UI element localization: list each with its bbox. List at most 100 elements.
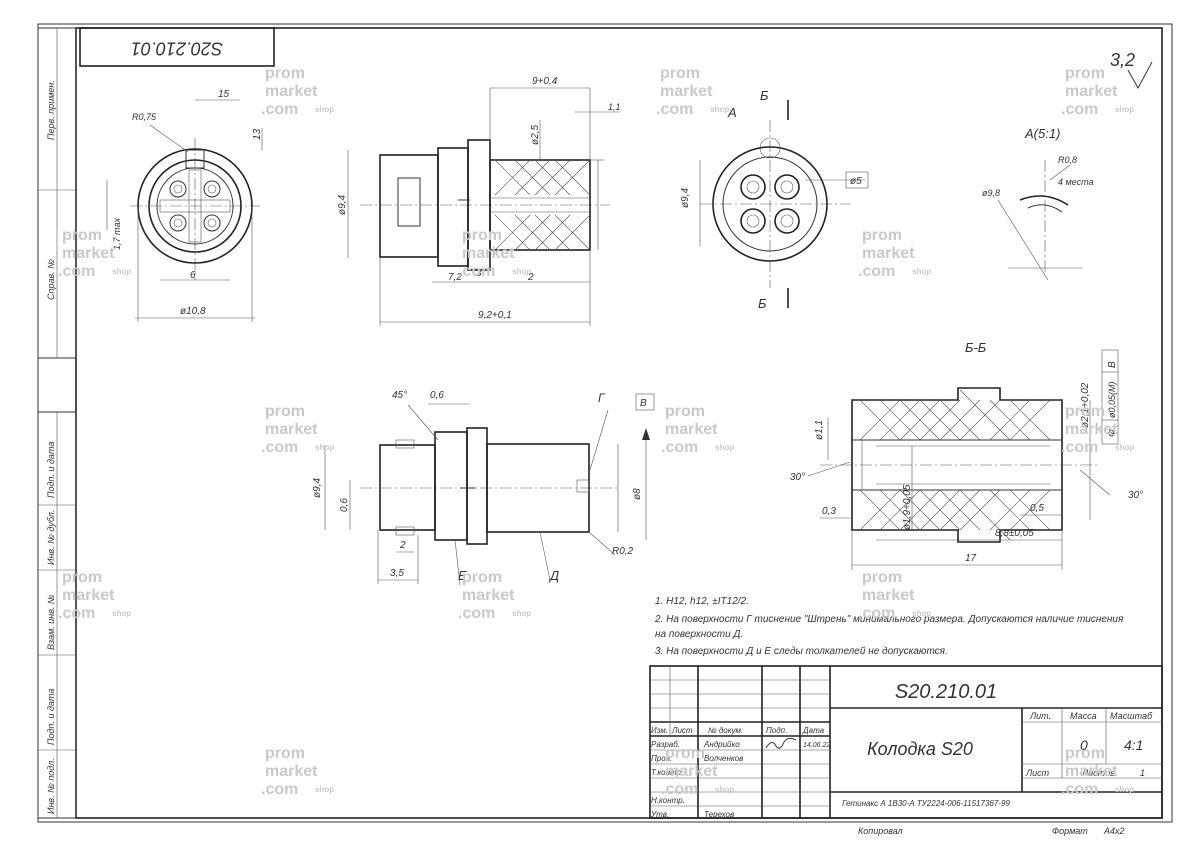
- footer: Копировал Формат А4х2: [858, 826, 1125, 836]
- svg-text:В: В: [640, 398, 647, 409]
- svg-text:.com: .com: [1061, 439, 1098, 456]
- svg-text:shop: shop: [112, 609, 131, 618]
- material: Гетинакс А 1В30-А ТУ2224-006-11517367-99: [842, 799, 1010, 808]
- col-doc-no: № докум.: [708, 726, 743, 735]
- svg-text:30°: 30°: [1128, 490, 1143, 501]
- side-strip-top: Перв. примен. Справ. №: [37, 27, 77, 359]
- svg-text:market: market: [462, 587, 515, 604]
- format-label: Формат: [1052, 826, 1088, 836]
- note-3: 3. На поверхности Д и Е следы толкателей…: [655, 646, 948, 657]
- svg-text:.com: .com: [858, 263, 895, 280]
- svg-text:ø2,1+0,02: ø2,1+0,02: [1080, 382, 1091, 428]
- svg-text:.com: .com: [661, 781, 698, 798]
- svg-text:ø2,5: ø2,5: [530, 125, 541, 145]
- svg-text:3: 3: [476, 268, 482, 279]
- signature: [765, 737, 797, 749]
- svg-text:prom: prom: [265, 65, 305, 82]
- scale-value: 4:1: [1124, 737, 1143, 753]
- svg-text:9,2+0,1: 9,2+0,1: [478, 310, 512, 321]
- svg-text:market: market: [862, 587, 915, 604]
- svg-text:market: market: [265, 763, 318, 780]
- svg-text:ø1,1: ø1,1: [814, 420, 825, 440]
- svg-text:Д: Д: [548, 568, 559, 583]
- col-date: Дата: [802, 726, 825, 735]
- row-role: Утв.: [650, 810, 669, 819]
- svg-text:7,2: 7,2: [448, 272, 462, 283]
- detail-a: А(5:1) R0,8 4 места ø9,8: [982, 126, 1093, 281]
- svg-text:ø0,05(M): ø0,05(M): [1107, 381, 1117, 418]
- front-view: 15 R0,75 13 1,7 max 6 ø10,8: [106, 89, 263, 322]
- svg-text:Ф: Ф: [1107, 429, 1118, 437]
- svg-text:Б: Б: [758, 296, 767, 311]
- svg-text:.com: .com: [261, 101, 298, 118]
- svg-text:В: В: [1107, 361, 1118, 368]
- section-bb: Б-Б ø1,1 30°: [790, 340, 1143, 570]
- svg-text:.com: .com: [458, 605, 495, 622]
- svg-text:2: 2: [399, 540, 406, 551]
- svg-text:Масса: Масса: [1070, 711, 1097, 721]
- svg-text:Г: Г: [598, 391, 606, 405]
- side-label-orig-inv: Инв. № подл.: [46, 758, 56, 814]
- svg-text:Е: Е: [458, 568, 467, 583]
- svg-text:Листов: Листов: [1081, 768, 1115, 778]
- svg-text:13: 13: [252, 128, 263, 140]
- svg-text:0,6: 0,6: [339, 498, 350, 512]
- svg-text:17: 17: [965, 553, 977, 564]
- svg-text:0,5: 0,5: [1030, 503, 1044, 514]
- svg-text:prom: prom: [1065, 745, 1105, 762]
- outer-frame: [37, 23, 1173, 823]
- svg-text:prom: prom: [462, 227, 502, 244]
- side-label-repl-inv: Взам. инв. №: [46, 594, 56, 650]
- row-date: 14.06.22: [803, 742, 830, 749]
- svg-text:market: market: [665, 763, 718, 780]
- top-stamp: S20.210.01: [79, 27, 275, 67]
- row-role: Пров.: [651, 754, 672, 763]
- svg-text:shop: shop: [512, 267, 531, 276]
- svg-text:2: 2: [527, 272, 534, 283]
- row-name: Андрийко: [703, 740, 740, 749]
- svg-text:Лист: Лист: [1025, 768, 1050, 778]
- svg-text:8,8±0,05: 8,8±0,05: [995, 528, 1034, 539]
- feature-control-frame: Ф ø0,05(M) В: [1101, 349, 1119, 445]
- svg-text:prom: prom: [1065, 403, 1105, 420]
- svg-text:ø8: ø8: [632, 488, 643, 500]
- svg-text:shop: shop: [715, 785, 734, 794]
- technical-notes: 1. Н12, h12, ±IT12/2. 2. На поверхности …: [654, 596, 1124, 657]
- svg-text:Б: Б: [760, 88, 769, 103]
- svg-text:market: market: [665, 421, 718, 438]
- svg-text:9+0,4: 9+0,4: [532, 76, 558, 87]
- svg-text:ø5: ø5: [850, 176, 862, 187]
- col-list: Лист: [671, 726, 693, 735]
- svg-text:R0,2: R0,2: [612, 546, 634, 557]
- svg-text:R0,8: R0,8: [1058, 155, 1077, 165]
- side-label-ref-no: Справ. №: [46, 259, 56, 300]
- svg-text:market: market: [265, 421, 318, 438]
- row-role: Разраб.: [651, 740, 680, 749]
- svg-text:shop: shop: [912, 609, 931, 618]
- side-label-dup-inv: Инв. № дубл.: [46, 510, 56, 565]
- svg-text:shop: shop: [1115, 443, 1134, 452]
- side-label-sign-date-1: Подп. и дата: [46, 442, 56, 498]
- note-1: 1. Н12, h12, ±IT12/2.: [655, 596, 749, 607]
- svg-text:3,5: 3,5: [390, 568, 404, 579]
- svg-text:shop: shop: [710, 105, 729, 114]
- bottom-view: 45° 0,6 Г В ø9,4 0,6 ø8 2 3,5 Е Д R0,2: [312, 390, 655, 586]
- row-name: Волченков: [704, 754, 743, 763]
- svg-text:.com: .com: [858, 605, 895, 622]
- title-block: Изм. Лист № докум. Подп. Дата Разраб. Ан…: [649, 665, 1163, 819]
- svg-text:shop: shop: [512, 609, 531, 618]
- row-role: Н.контр.: [651, 796, 685, 805]
- svg-text:market: market: [862, 245, 915, 262]
- svg-text:prom: prom: [862, 227, 902, 244]
